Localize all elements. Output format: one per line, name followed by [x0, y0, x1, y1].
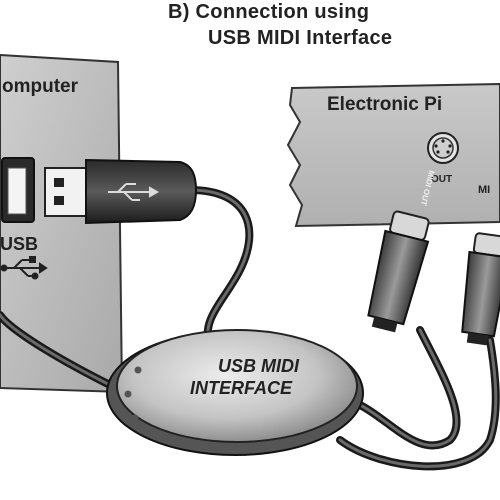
- interface-label-line-1: USB MIDI: [218, 356, 300, 376]
- diagram-title-line-1: B) Connection using: [168, 1, 370, 23]
- computer-panel: omputer USB: [0, 53, 124, 394]
- cables: [0, 186, 500, 471]
- midi-in-port-label: MI: [478, 184, 490, 196]
- midi-out-port-label: OUT: [431, 174, 452, 185]
- usb-plug-icon: [44, 158, 198, 225]
- led-2: [124, 390, 132, 398]
- midi-din-port-icon: [427, 132, 459, 164]
- piano-label: Electronic Pi: [327, 94, 442, 115]
- computer-label: omputer: [2, 76, 79, 97]
- usb-midi-interface: USB MIDI INTERFACE: [106, 329, 364, 456]
- interface-label-line-2: INTERFACE: [190, 378, 293, 398]
- piano-panel: Electronic Pi OUT MI: [286, 82, 500, 228]
- computer-usb-port: [1, 157, 35, 223]
- led-3: [131, 414, 139, 422]
- led-1: [134, 366, 142, 374]
- usb-symbol-icon: [0, 256, 48, 280]
- diagram-title-line-2: USB MIDI Interface: [208, 27, 393, 49]
- computer-usb-label: USB: [0, 234, 38, 254]
